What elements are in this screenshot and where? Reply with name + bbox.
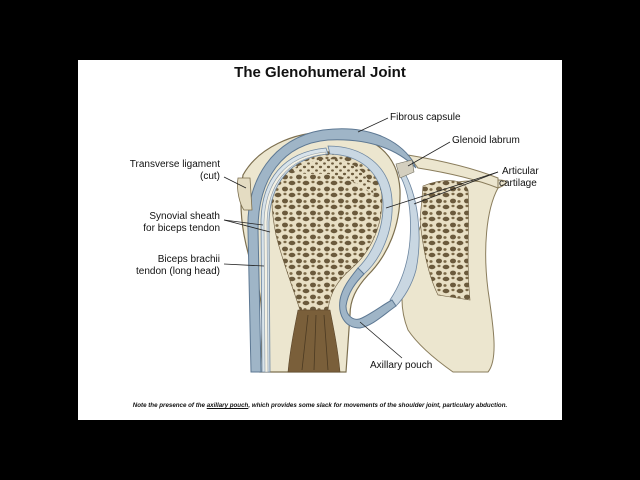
glenohumeral-illustration <box>78 60 562 420</box>
label-transverse-line1: Transverse ligament <box>98 159 220 171</box>
caption-after: , which provides some slack for movement… <box>248 402 507 409</box>
caption: Note the presence of the axillary pouch,… <box>78 402 562 409</box>
leader-axillary <box>360 322 402 358</box>
leader-fibrous-capsule <box>358 118 388 132</box>
label-transverse-line2: (cut) <box>98 171 220 183</box>
label-articular-line2: cartilage <box>499 178 537 190</box>
label-biceps-line2: tendon (long head) <box>98 266 220 278</box>
caption-before: Note the presence of the <box>133 402 207 409</box>
slide: The Glenohumeral Joint Fibrous capsule G… <box>78 60 562 420</box>
label-glenoid-labrum: Glenoid labrum <box>452 135 520 147</box>
label-synovial-line2: for biceps tendon <box>98 223 220 235</box>
label-synovial-line1: Synovial sheath <box>98 211 220 223</box>
glenoid-labrum <box>396 160 414 178</box>
page-title: The Glenohumeral Joint <box>78 64 562 81</box>
transverse-ligament <box>237 178 252 210</box>
caption-underlined: axillary pouch <box>207 402 249 409</box>
letterbox-top <box>0 0 640 60</box>
label-fibrous-capsule: Fibrous capsule <box>390 112 461 124</box>
label-biceps-line1: Biceps brachii <box>98 254 220 266</box>
letterbox-bottom <box>0 420 640 480</box>
label-axillary-pouch: Axillary pouch <box>370 360 432 372</box>
label-articular-line1: Articular <box>502 166 539 178</box>
